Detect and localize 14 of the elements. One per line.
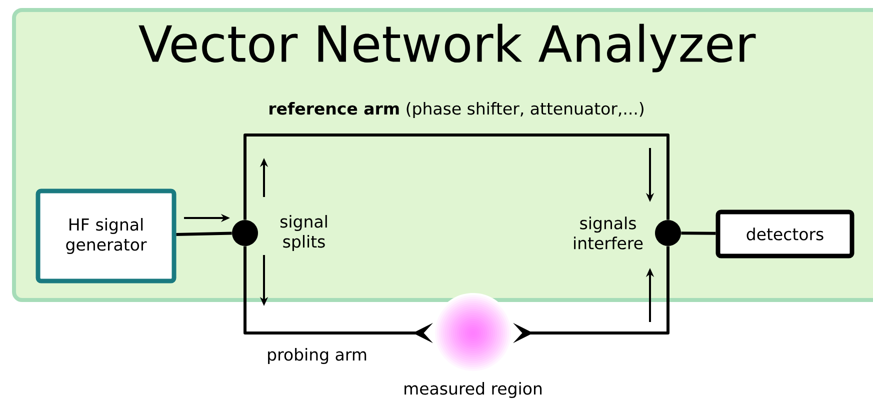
- note-label: signal splits: [280, 215, 327, 251]
- connector-line: [244, 134, 670, 220]
- device-box: HF signal generator: [36, 188, 176, 284]
- edge-label: probing arm: [268, 348, 366, 364]
- note-label: signals interfere: [574, 216, 643, 250]
- junction-dot: [655, 220, 681, 246]
- device-box: detectors: [716, 210, 854, 258]
- junction-dot: [232, 220, 258, 246]
- connector-line: [176, 232, 232, 236]
- measured-region: [433, 293, 513, 373]
- node-caption: measured region: [404, 382, 542, 398]
- edge-label: reference arm (phase shifter, attenuator,...): [270, 102, 644, 118]
- connector-line: [513, 246, 670, 344]
- connector-line: [681, 232, 716, 235]
